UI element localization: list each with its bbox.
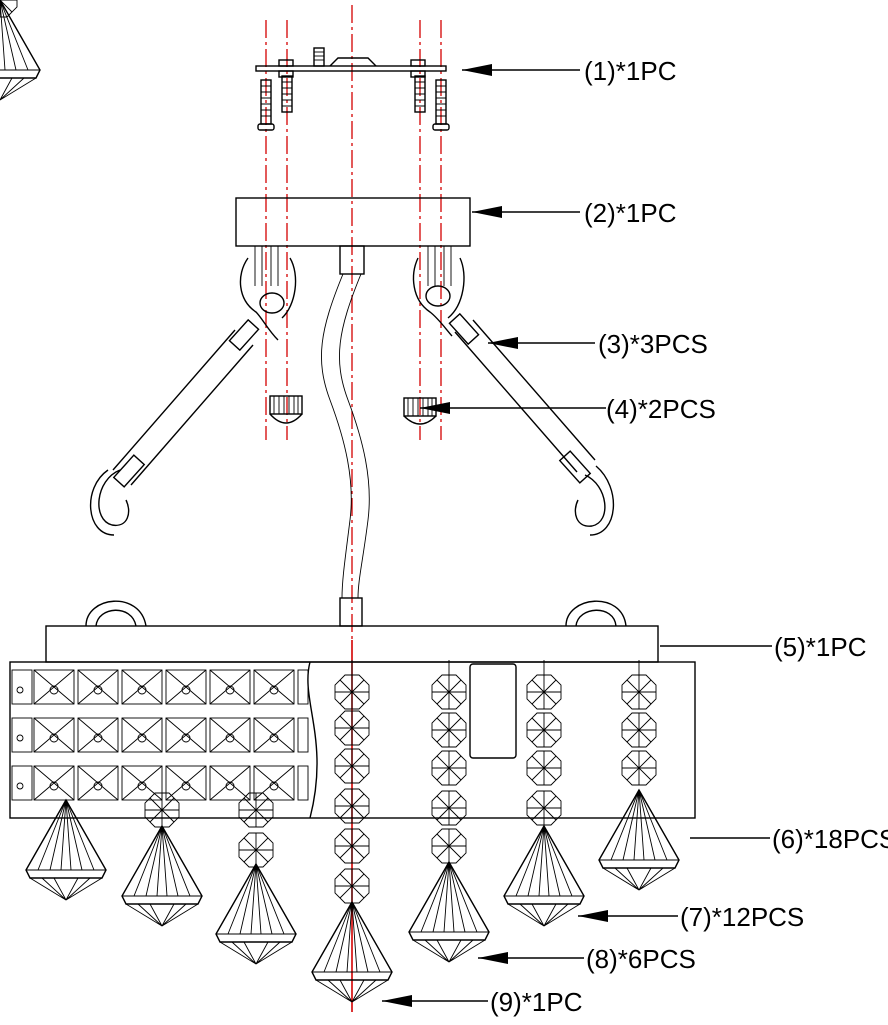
canopy [235,197,471,286]
suspension-hooks [89,257,615,536]
callout-label-3: (3)*3PCS [598,329,708,359]
crystal-panels [11,669,309,801]
callout-label-7: (7)*12PCS [680,902,804,932]
callout-label-9: (9)*1PC [490,987,582,1017]
bead-chains [0,0,657,904]
callout-labels: (1)*1PC (2)*1PC (3)*3PCS (4)*2PCS (5)*1P… [490,56,888,1017]
callout-label-4: (4)*2PCS [606,394,716,424]
frame-eye-loops [85,600,627,627]
crystal-pendants [0,0,680,1003]
callout-label-1: (1)*1PC [584,56,676,86]
finial-caps [269,395,437,425]
center-lines [265,5,442,1012]
power-wire [321,273,370,627]
callout-label-6: (6)*18PCS [772,824,888,854]
callout-label-2: (2)*1PC [584,198,676,228]
mounting-plate [255,47,450,131]
callout-label-5: (5)*1PC [774,632,866,662]
callout-label-8: (8)*6PCS [586,944,696,974]
callout-leaders [382,64,772,1007]
